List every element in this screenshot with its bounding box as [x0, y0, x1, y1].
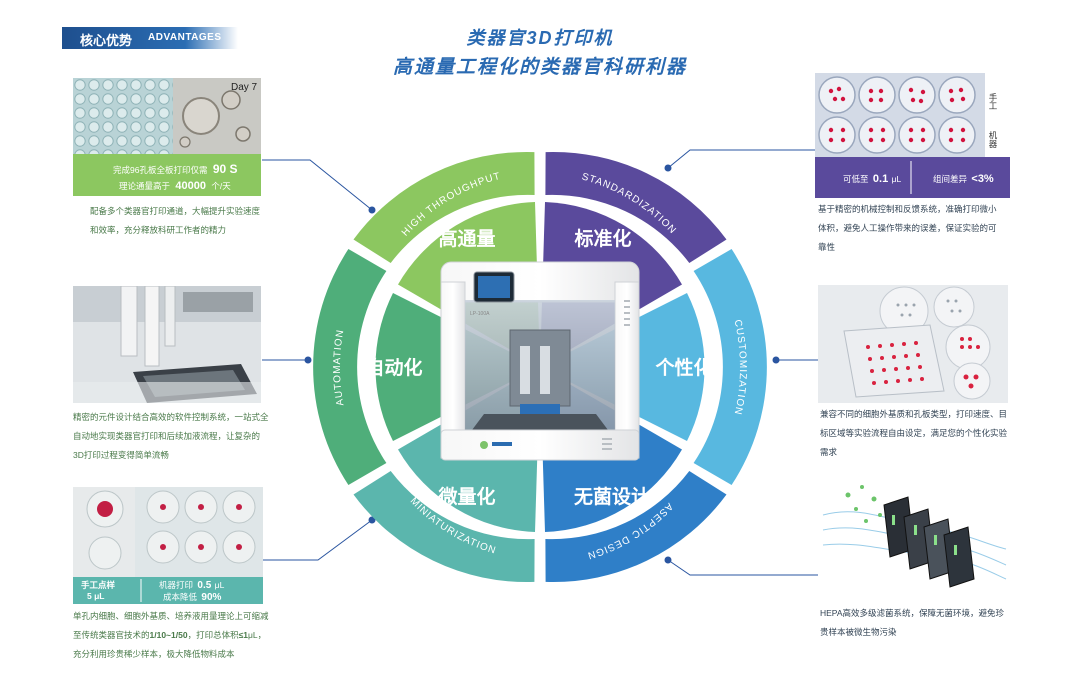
mini-note-b: ，打印总体积	[187, 630, 239, 640]
outer-ring	[313, 151, 767, 583]
miniaturization-photo: 手工点样 5 μL 机器打印 0.5 μL 成本降低 90%	[73, 487, 263, 604]
ring-label-automation: AUTOMATION	[332, 328, 347, 406]
connector-lines	[262, 149, 818, 576]
main-title: 类器官3D打印机	[466, 28, 614, 48]
label-customization: 个性化	[654, 356, 712, 379]
std-stat1-value: 0.1	[873, 173, 888, 185]
label-standardization: 标准化	[574, 227, 631, 250]
plates-and-dishes-image	[818, 285, 1008, 403]
label-miniaturization: 微量化	[437, 485, 495, 508]
svg-text:组间差异 <3%: 组间差异 <3%	[933, 173, 994, 185]
mini-note-a: 单孔内细胞、细胞外基质、培养液用量理论上可缩减至传统类器官技术的	[73, 611, 269, 640]
printer-interior-image	[73, 286, 261, 403]
aseptic-note: HEPA高效多级滤菌系统，保障无菌环境，避免珍贵样本被微生物污染	[820, 608, 1005, 637]
organoid-microscope-image: Day 7 完成96孔板全板打印仅需 90 S 理论通量高于 40000 个/天	[73, 78, 261, 196]
miniaturization-note: 单孔内细胞、细胞外基质、培养液用量理论上可缩减至传统类器官技术的1/10~1/5…	[73, 607, 269, 664]
ring-miniaturization	[353, 471, 535, 583]
mini-machine-prefix: 机器打印	[159, 580, 193, 590]
advantages-badge: 核心优势 ADVANTAGES	[62, 27, 238, 49]
ht-line1-prefix: 完成96孔板全板打印仅需	[113, 165, 207, 175]
ring-standardization	[545, 151, 727, 263]
manual-vs-machine-plates-image: 手工 机器 可低至 0.1 μL 组间差异 <3%	[815, 73, 1010, 198]
automation-photo	[73, 286, 261, 403]
day-label: Day 7	[231, 82, 258, 93]
std-stat1-unit: μL	[892, 174, 902, 184]
label-automation: 自动化	[365, 356, 422, 379]
aseptic-illustration	[818, 475, 1008, 595]
badge-en: ADVANTAGES	[148, 32, 222, 43]
std-stat2-value: <3%	[971, 173, 994, 185]
ring-automation	[313, 249, 387, 485]
std-stat1-prefix: 可低至	[843, 174, 869, 184]
label-aseptic: 无菌设计	[574, 485, 650, 508]
svg-text:成本降低 90%: 成本降低 90%	[163, 592, 222, 603]
mini-manual-label: 手工点样	[81, 580, 116, 590]
mini-note-le: ≤1	[238, 630, 248, 640]
ht-line1-value: 90 S	[213, 162, 238, 176]
printer-stage	[472, 414, 608, 430]
standardization-note: 基于精密的机械控制和反馈系统，准确打印微小体积，避免人工操作带来的误差，保证实验…	[818, 204, 997, 252]
printer-base	[440, 429, 640, 461]
ht-line2-prefix: 理论通量高于	[119, 181, 171, 191]
mini-cost-value: 90%	[201, 592, 221, 603]
hepa-filter-image	[818, 475, 1008, 595]
printer-device: LP-100A	[440, 261, 640, 461]
printer-model-label: LP-100A	[470, 311, 490, 317]
mini-machine-unit: μL	[215, 580, 225, 590]
ring-high-throughput	[353, 151, 535, 263]
svg-text:理论通量高于 40000 个/天: 理论通量高于 40000 个/天	[119, 180, 231, 192]
high-throughput-photo: Day 7 完成96孔板全板打印仅需 90 S 理论通量高于 40000 个/天	[73, 78, 261, 196]
std-stat2-prefix: 组间差异	[933, 174, 968, 184]
high-throughput-note: 配备多个类器官打印通道，大幅提升实验速度和效率，充分释放科研工作者的精力	[90, 206, 261, 235]
label-high-throughput: 高通量	[438, 227, 495, 250]
main-subtitle: 高通量工程化的类器官科研利器	[392, 57, 687, 78]
mini-manual-value: 5 μL	[87, 591, 104, 601]
standardization-photo: 手工 机器 可低至 0.1 μL 组间差异 <3%	[815, 73, 1010, 198]
svg-text:完成96孔板全板打印仅需 90 S: 完成96孔板全板打印仅需 90 S	[113, 162, 238, 176]
svg-text:机器打印 0.5 μL: 机器打印 0.5 μL	[159, 580, 225, 591]
printer-left-column	[440, 281, 466, 459]
mini-cost-prefix: 成本降低	[163, 592, 198, 602]
badge-bar	[62, 27, 238, 49]
customization-photo	[818, 285, 1008, 403]
ht-line2-value: 40000	[175, 180, 206, 192]
well-plate-comparison-image: 手工点样 5 μL 机器打印 0.5 μL 成本降低 90%	[73, 487, 263, 604]
connector-dots	[304, 164, 780, 564]
mini-note-ratio: 1/10~1/50	[149, 630, 188, 640]
std-side-bottom: 机器	[988, 130, 998, 149]
badge-cn: 核心优势	[80, 33, 133, 48]
ring-customization	[693, 249, 767, 485]
svg-text:可低至 0.1 μL: 可低至 0.1 μL	[843, 173, 901, 185]
ring-aseptic	[545, 471, 727, 583]
std-side-top: 手工	[988, 92, 998, 110]
automation-note: 精密的元件设计结合高效的软件控制系统，一站式全自动地实现类器官打印和后续加液流程…	[73, 412, 269, 460]
ht-line2-suffix: 个/天	[211, 181, 231, 191]
brand-logo-icon	[480, 441, 488, 449]
printer-well-plate	[520, 404, 560, 414]
mini-machine-value: 0.5	[197, 580, 211, 591]
customization-note: 兼容不同的细胞外基质和孔板类型，打印速度、目标区域等实验流程自由设定，满足您的个…	[820, 409, 1008, 457]
mini-note-c: μL，充分利用珍贵稀少样本，极大降低物料成本	[73, 630, 267, 659]
printer-top-housing	[440, 261, 640, 303]
